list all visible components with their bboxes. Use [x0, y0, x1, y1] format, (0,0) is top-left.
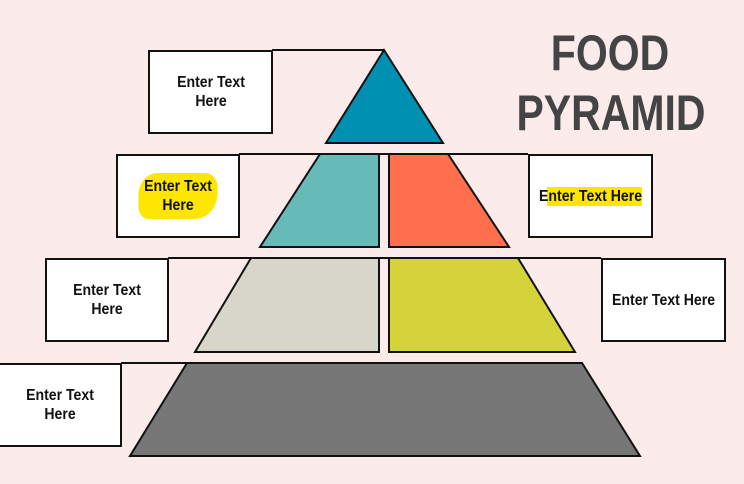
pyramid-tier-3-right [388, 257, 577, 353]
text-box-tier-1[interactable]: Enter Text Here [148, 50, 273, 134]
text-box-tier-2-left[interactable]: Enter Text Here [116, 154, 240, 238]
text-box-label: Enter Text Here [611, 291, 716, 309]
text-box-label: Enter Text Here [138, 173, 218, 219]
text-box-label: Enter Text Here [26, 387, 94, 423]
title-line-1: FOOD [550, 25, 670, 81]
text-box-label: Enter Text Here [538, 186, 643, 206]
text-box-tier-3-right[interactable]: Enter Text Here [601, 258, 726, 342]
text-box-label: Enter Text Here [73, 282, 141, 318]
pyramid-tier-2-left [258, 153, 380, 248]
pyramid-tier-2-right [388, 153, 511, 248]
text-box-tier-3-left[interactable]: Enter Text Here [45, 258, 169, 342]
pyramid-tier-4 [128, 362, 642, 457]
title-line-2: PYRAMID [516, 85, 706, 141]
text-box-tier-2-right[interactable]: Enter Text Here [528, 154, 653, 238]
text-box-label: Enter Text Here [176, 74, 245, 110]
pyramid-tier-3-left [193, 257, 380, 353]
pyramid-tier-1 [324, 48, 445, 144]
text-box-tier-4[interactable]: Enter Text Here [0, 363, 122, 447]
